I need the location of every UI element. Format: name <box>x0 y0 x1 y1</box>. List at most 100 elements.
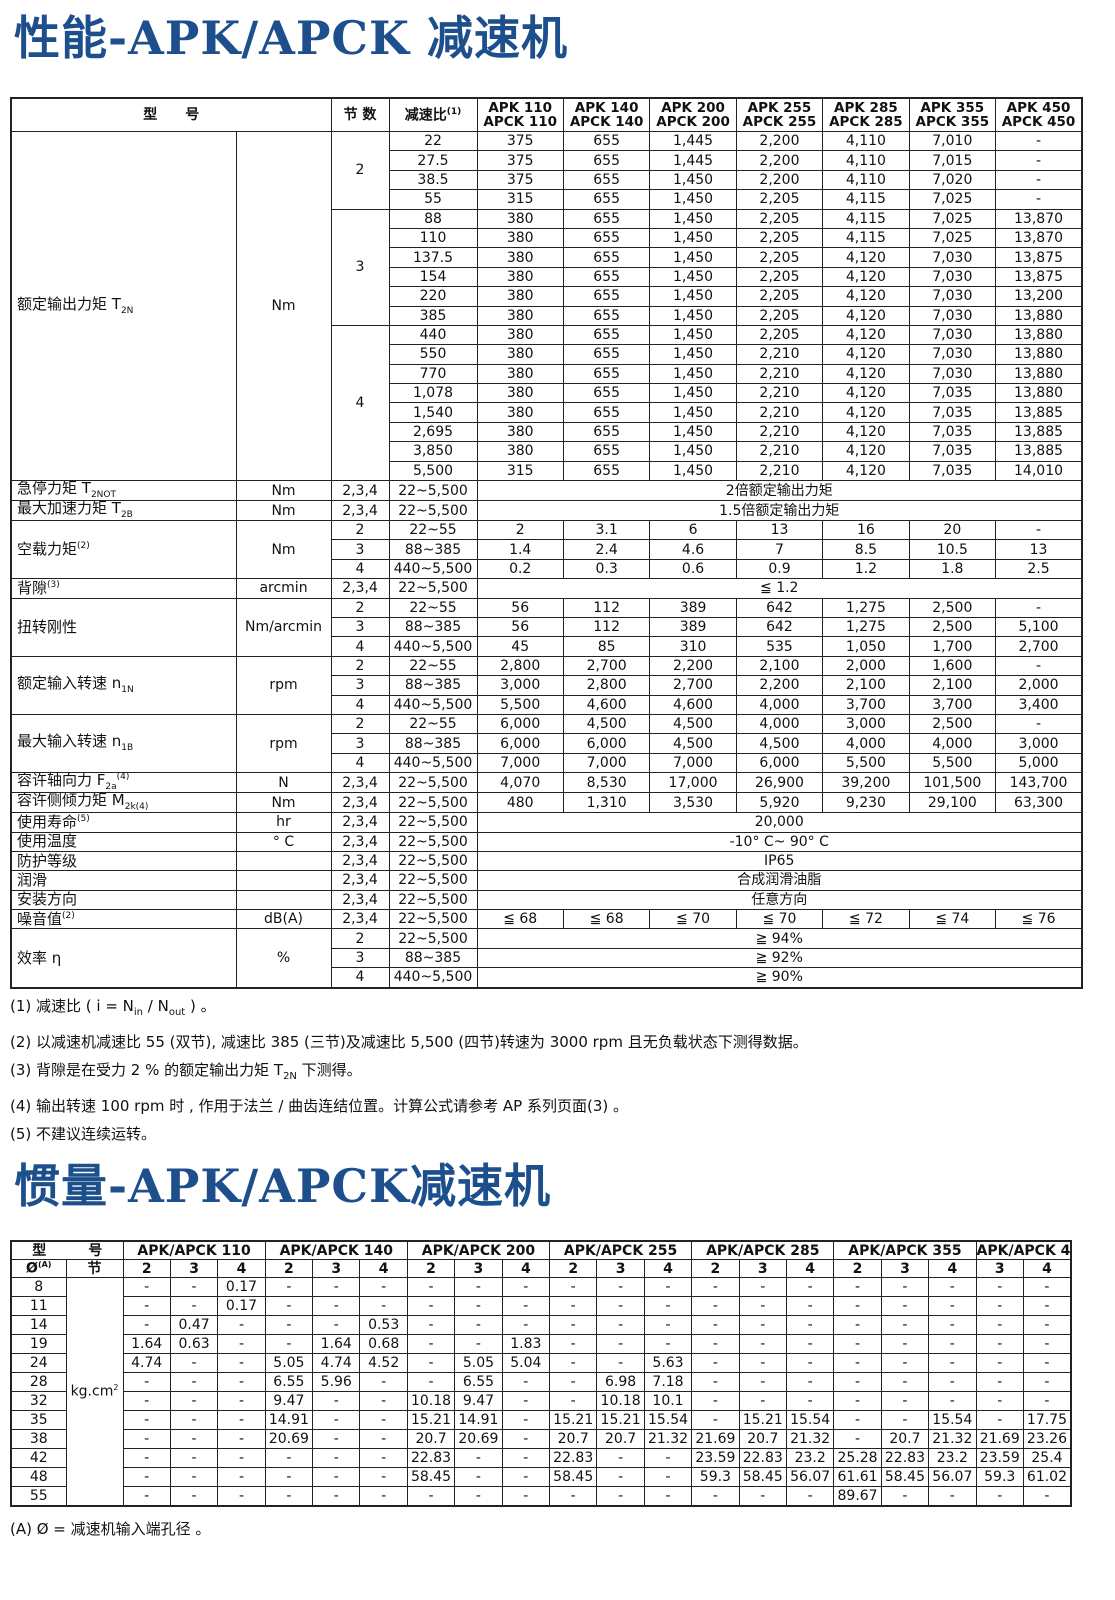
diameter-cell: 14 <box>10 1315 67 1335</box>
value-cell: - <box>975 1391 1024 1411</box>
header-stage-number: 2 <box>264 1259 314 1278</box>
merged-value-cell: ≧ 94% <box>476 928 1083 949</box>
model-name-apk: APK 450 <box>1006 100 1071 116</box>
value-cell: - <box>833 1372 882 1392</box>
value-cell: 9,230 <box>822 792 910 814</box>
value-cell: - <box>549 1391 598 1411</box>
value-cell: - <box>264 1296 314 1316</box>
value-cell: - <box>312 1467 361 1487</box>
footnote-text: (4) 输出转速 100 rpm 时 , 作用于法兰 / 曲齿连结位置。计算公式… <box>10 1096 629 1115</box>
ratio-cell: 88~385 <box>388 539 478 560</box>
value-cell: - <box>975 1410 1024 1430</box>
value-cell: 20.7 <box>549 1429 598 1449</box>
spec-label-note: (4) <box>116 772 130 783</box>
value-cell: - <box>122 1448 171 1468</box>
value-cell: 20.69 <box>264 1429 314 1449</box>
spec-unit: arcmin <box>235 578 332 599</box>
value-cell: 380 <box>476 344 564 365</box>
value-cell: 315 <box>476 460 564 482</box>
spec-label: 防护等级 <box>10 850 237 872</box>
value-cell: 2,700 <box>995 636 1083 657</box>
value-cell: - <box>359 1429 408 1449</box>
spec-label-text: 容许轴向力 F <box>17 772 106 790</box>
value-cell: 13,875 <box>995 266 1083 288</box>
value-cell: 15.21 <box>549 1410 598 1430</box>
value-cell: 1,450 <box>649 324 737 346</box>
value-cell: 22.83 <box>549 1448 598 1468</box>
header-stage-number: 4 <box>1022 1259 1072 1278</box>
stage-cell: 2,3,4 <box>330 909 390 930</box>
value-cell: 58.45 <box>406 1467 456 1487</box>
value-cell: 0.3 <box>562 558 651 580</box>
footnote-line: (2) 以减速机减速比 55 (双节), 减速比 385 (三节)及减速比 5,… <box>10 1028 808 1057</box>
value-cell: - <box>501 1372 551 1392</box>
value-cell: 20.7 <box>880 1429 930 1449</box>
value-cell: - <box>596 1353 645 1373</box>
value-cell: 3,700 <box>822 694 910 715</box>
model-name-apck: APCK 140 <box>569 114 644 130</box>
value-cell: - <box>549 1277 598 1297</box>
value-cell: - <box>501 1410 551 1430</box>
footnote-line: (1) 减速比 ( i = Nin / Nout ) 。 <box>10 992 808 1028</box>
value-cell: 5,500 <box>476 694 564 715</box>
value-cell: - <box>785 1391 835 1411</box>
value-cell: - <box>122 1372 171 1392</box>
value-cell: 7,025 <box>908 227 997 249</box>
value-cell: - <box>169 1353 219 1373</box>
value-cell: 7,030 <box>908 247 997 268</box>
spec-label-sub: 2k(4) <box>124 802 149 813</box>
value-cell: - <box>643 1448 693 1468</box>
value-cell: - <box>995 150 1083 171</box>
value-cell: - <box>312 1429 361 1449</box>
ratio-cell: 22~5,500 <box>388 812 478 833</box>
value-cell: - <box>549 1353 598 1373</box>
value-cell: 2,200 <box>735 675 824 696</box>
value-cell: - <box>975 1315 1024 1335</box>
value-cell: 6,000 <box>476 713 564 735</box>
ratio-cell: 22~5,500 <box>388 480 478 502</box>
value-cell: 56 <box>476 597 564 618</box>
value-cell: - <box>928 1372 977 1392</box>
value-cell: 380 <box>476 227 564 249</box>
value-cell: - <box>264 1467 314 1487</box>
value-cell: 13,880 <box>995 383 1083 404</box>
value-cell: - <box>264 1334 314 1354</box>
stage-cell: 3 <box>330 675 390 696</box>
ratio-cell: 550 <box>388 344 478 365</box>
value-cell: 1,450 <box>649 169 737 191</box>
stage-cell: 4 <box>330 558 390 580</box>
value-cell: - <box>975 1334 1024 1354</box>
value-cell: - <box>833 1353 882 1373</box>
value-cell: 63,300 <box>995 792 1083 814</box>
merged-value-cell: ≦ 1.2 <box>476 578 1083 599</box>
value-cell: 655 <box>562 227 651 249</box>
value-cell: - <box>691 1391 740 1411</box>
value-cell: - <box>995 189 1083 210</box>
value-cell: - <box>738 1372 787 1392</box>
value-cell: 1,450 <box>649 305 737 326</box>
value-cell: 2,205 <box>735 324 824 346</box>
value-cell: 4,120 <box>822 421 910 443</box>
value-cell: 3,000 <box>476 675 564 696</box>
value-cell: 6,000 <box>476 733 564 754</box>
value-cell: 6.98 <box>596 1372 645 1392</box>
spec-label: 背隙(3) <box>10 578 237 599</box>
value-cell: - <box>549 1372 598 1392</box>
value-cell: 7,010 <box>908 130 997 152</box>
value-cell: - <box>785 1277 835 1297</box>
stage-cell: 2 <box>330 520 390 541</box>
value-cell: - <box>691 1296 740 1316</box>
value-cell: 2,000 <box>822 655 910 677</box>
ratio-cell: 385 <box>388 305 478 326</box>
value-cell: ≦ 68 <box>476 909 564 930</box>
value-cell: 17.75 <box>1022 1410 1072 1430</box>
value-cell: 13 <box>735 520 824 541</box>
ratio-cell: 88~385 <box>388 733 478 754</box>
